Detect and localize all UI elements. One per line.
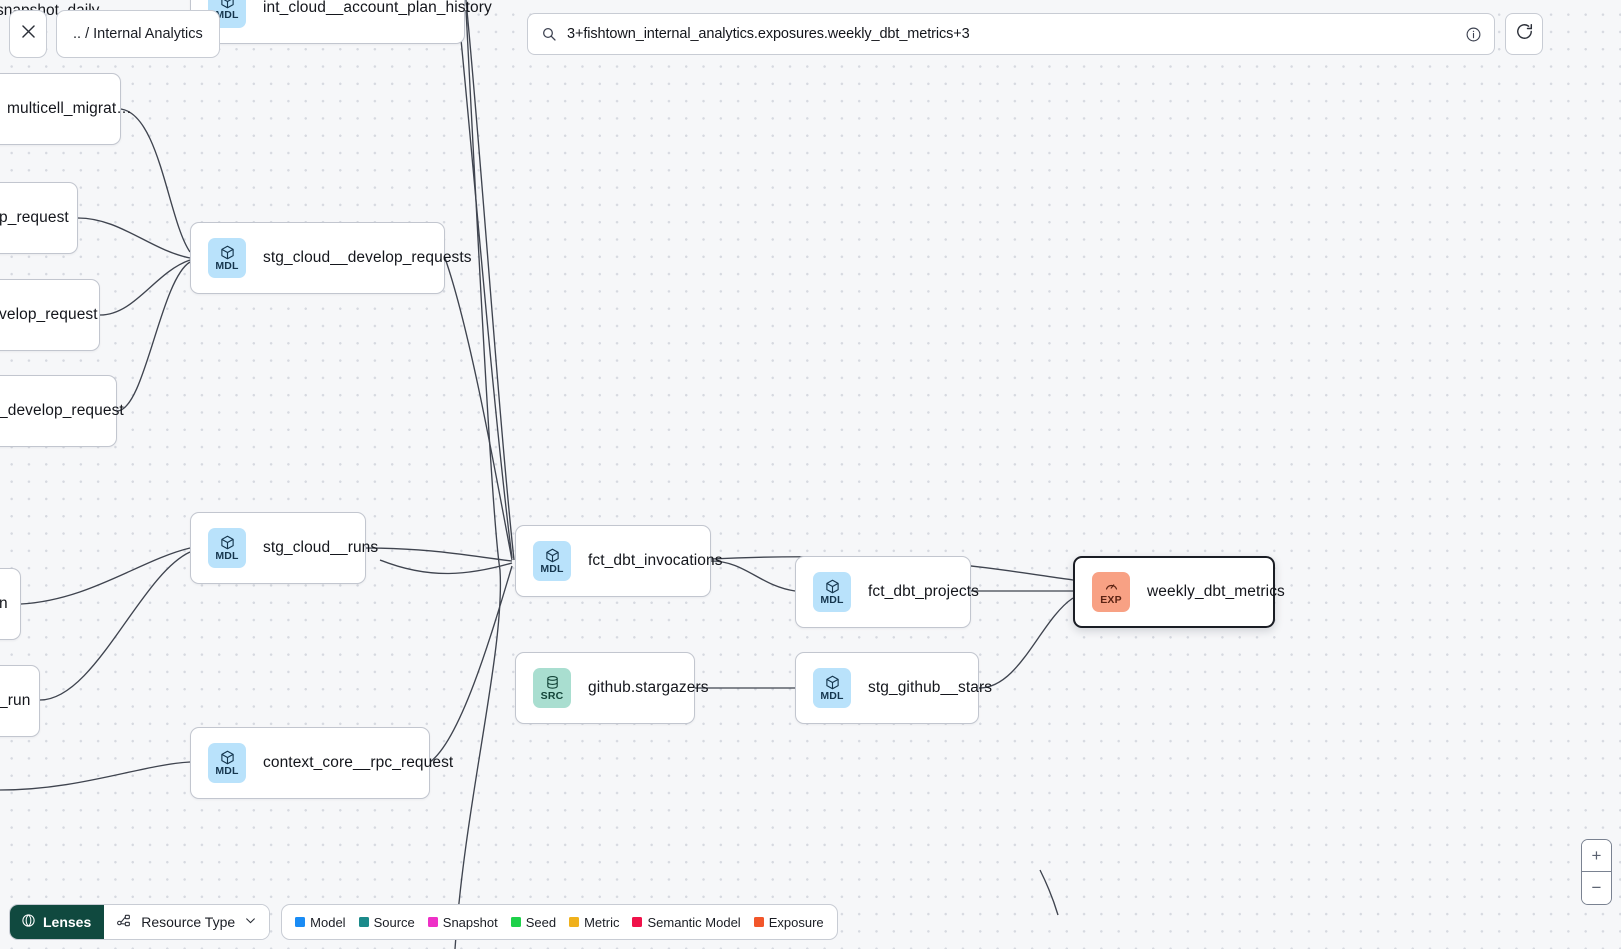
legend-swatch — [427, 917, 438, 927]
graph-node-stg-github-stars[interactable]: MDL stg_github__stars — [795, 652, 992, 724]
refresh-button[interactable] — [1505, 13, 1543, 55]
graph-node-weekly-dbt-metrics[interactable]: EXP weekly_dbt_metrics — [1073, 556, 1285, 628]
cube-icon: MDL — [208, 528, 246, 568]
legend-item-model: Model — [295, 914, 346, 930]
node-label: stg_cloud__develop_requests — [263, 249, 472, 266]
cube-icon: MDL — [208, 238, 246, 278]
breadcrumb[interactable]: .. / Internal Analytics — [56, 10, 220, 58]
legend-item-seed: Seed — [510, 914, 557, 930]
node-label: _run — [0, 692, 31, 709]
legend-swatch — [295, 917, 306, 927]
graph-node-partial-run[interactable]: _run — [0, 665, 40, 737]
node-label: n — [0, 595, 8, 612]
node-label: fct_dbt_projects — [868, 583, 980, 600]
resource-type-dropdown[interactable]: Resource Type — [104, 905, 270, 939]
bottom-toolbar: Lenses Resource Type — [9, 904, 838, 940]
database-icon: SRC — [533, 668, 571, 708]
lineage-search-bar[interactable] — [527, 13, 1495, 55]
search-input[interactable] — [567, 26, 1457, 42]
graph-node-fct-dbt-invocations[interactable]: MDL fct_dbt_invocations — [515, 525, 723, 597]
legend-swatch — [358, 917, 369, 927]
legend-swatch — [510, 917, 521, 927]
refresh-icon — [1515, 22, 1534, 46]
lenses-label: Lenses — [43, 914, 92, 930]
cube-icon: MDL — [208, 743, 246, 783]
legend-item-semantic-model: Semantic Model — [632, 914, 741, 930]
node-graph-icon — [116, 913, 132, 932]
chevron-down-icon — [244, 914, 257, 930]
graph-node-stg-cloud-develop-requests[interactable]: MDL stg_cloud__develop_requests — [190, 222, 472, 294]
gauge-icon: EXP — [1092, 572, 1130, 612]
zoom-controls: + − — [1581, 839, 1612, 905]
legend-label: Snapshot — [442, 914, 498, 930]
legend-swatch — [569, 917, 580, 927]
lenses-button[interactable]: Lenses — [10, 905, 105, 939]
graph-node-partial-develop-request[interactable]: _develop_request — [0, 375, 124, 447]
legend-item-exposure: Exposure — [753, 914, 824, 930]
legend-label: Source — [373, 914, 415, 930]
legend-item-snapshot: Snapshot — [427, 914, 498, 930]
node-label: velop_request — [0, 306, 98, 323]
node-label: p_request — [0, 209, 69, 226]
node-label: _develop_request — [0, 402, 124, 419]
node-label: context_core__rpc_request — [263, 754, 454, 771]
close-button[interactable] — [9, 10, 47, 58]
graph-node-fct-dbt-projects[interactable]: MDL fct_dbt_projects — [795, 556, 979, 628]
legend-label: Exposure — [768, 914, 824, 930]
cube-icon: MDL — [533, 541, 571, 581]
legend-item-source: Source — [358, 914, 415, 930]
resource-type-label: Resource Type — [141, 914, 236, 930]
graph-node-stg-cloud-runs[interactable]: MDL stg_cloud__runs — [190, 512, 378, 584]
legend-label: Model — [310, 914, 346, 930]
graph-node-int-cloud-account-plan-history[interactable]: MDL int_cloud__account_plan_history — [190, 0, 492, 44]
graph-node-partial-p-request[interactable]: p_request — [0, 182, 78, 254]
legend-swatch — [632, 917, 643, 927]
zoom-out-button[interactable]: − — [1582, 872, 1611, 904]
lens-icon — [21, 913, 36, 931]
node-label: stg_cloud__runs — [263, 539, 379, 556]
legend-item-metric: Metric — [569, 915, 619, 930]
close-icon — [19, 22, 38, 46]
node-label: int_cloud__account_plan_history — [263, 0, 492, 16]
graph-node-github-stargazers[interactable]: SRC github.stargazers — [515, 652, 709, 724]
graph-node-partial-velop-request[interactable]: velop_request — [0, 279, 100, 351]
node-label: weekly_dbt_metrics — [1147, 583, 1285, 600]
legend-label: Metric — [584, 914, 620, 930]
cube-icon: MDL — [813, 668, 851, 708]
node-label: stg_github__stars — [868, 679, 993, 696]
zoom-in-button[interactable]: + — [1582, 840, 1611, 872]
lens-group: Lenses Resource Type — [9, 904, 271, 940]
legend-label: Semantic Model — [647, 914, 741, 930]
node-label: github.stargazers — [588, 679, 709, 696]
node-label: fct_dbt_invocations — [588, 552, 723, 569]
info-icon[interactable] — [1465, 26, 1482, 43]
legend-label: Seed — [525, 914, 557, 930]
graph-node-partial-n[interactable]: n — [0, 568, 21, 640]
graph-node-context-core-rpc-request[interactable]: MDL context_core__rpc_request — [190, 727, 453, 799]
graph-node-multicell-migration[interactable]: multicell_migrat… — [0, 73, 132, 145]
resource-type-legend: Model Source Snapshot Seed Metric Semant… — [281, 904, 838, 940]
cube-icon: MDL — [813, 572, 851, 612]
legend-swatch — [753, 917, 764, 927]
node-label: multicell_migrat… — [7, 100, 132, 117]
search-icon — [541, 26, 557, 42]
